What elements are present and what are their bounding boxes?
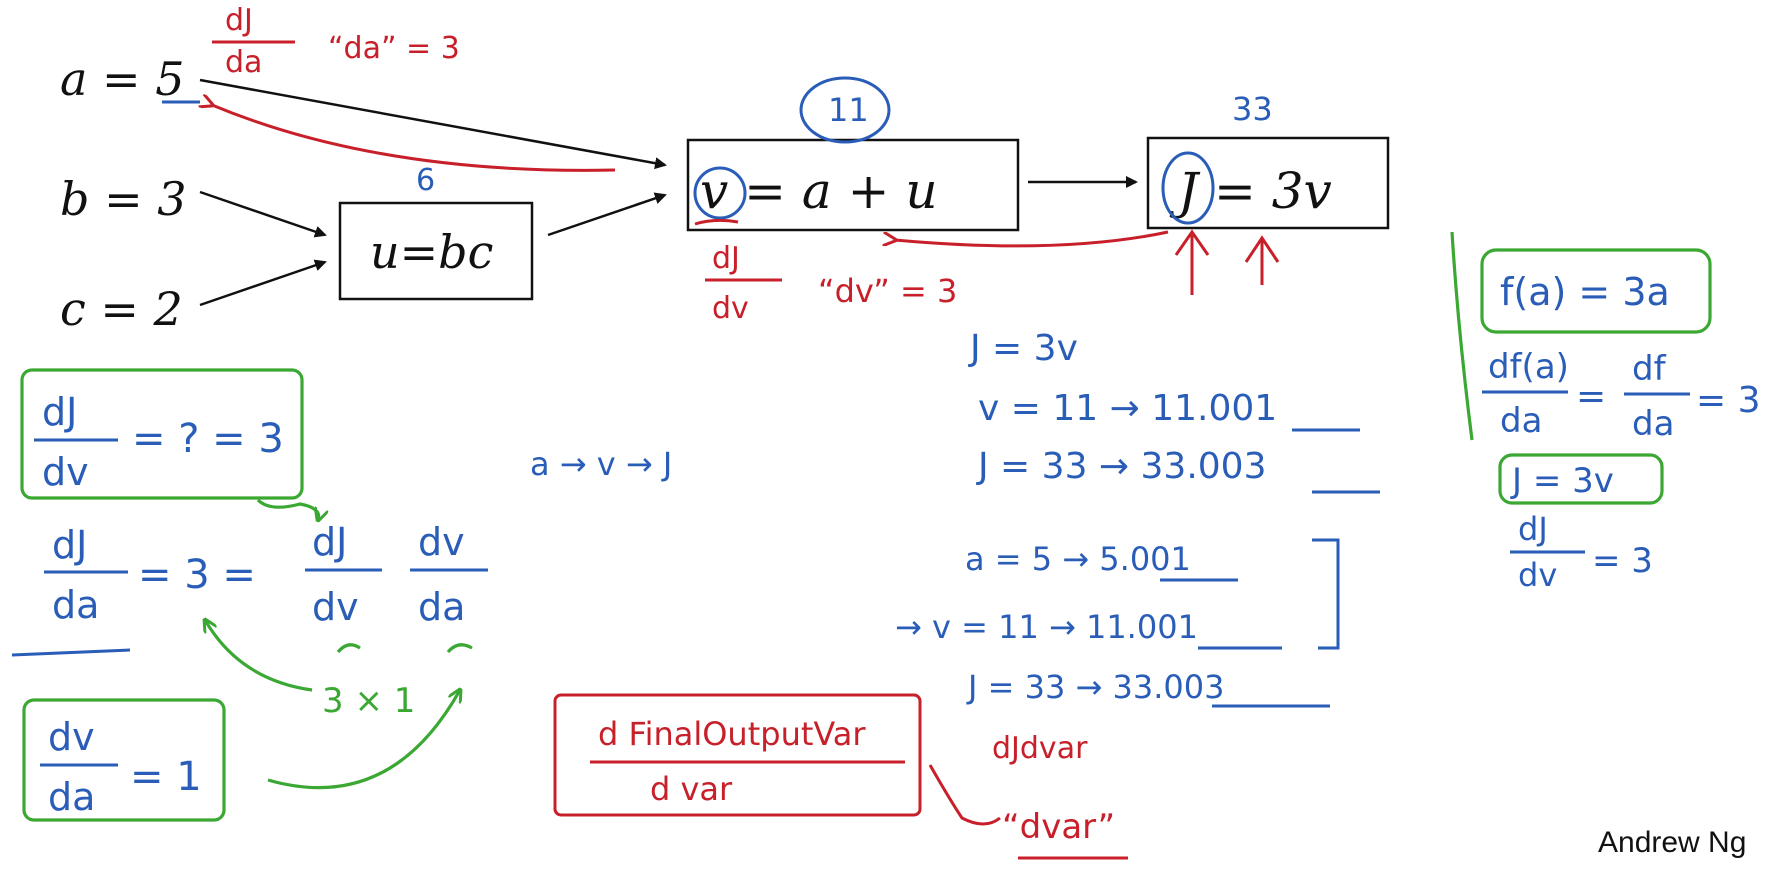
blue-dvda-num: dv xyxy=(48,715,95,759)
red-final-den: d var xyxy=(650,770,733,808)
red-dvar-quote: “dvar” xyxy=(1002,807,1115,847)
v-red-underline xyxy=(694,218,739,226)
blue-dJdv-q-num: dJ xyxy=(42,390,77,434)
blue-dJda-underline xyxy=(11,648,131,657)
arrow-a-to-v xyxy=(199,78,667,170)
green-box-dvda xyxy=(22,698,226,822)
node-v-box xyxy=(686,138,1020,232)
blue-side-dJ-rest: = 3 xyxy=(1592,541,1653,581)
red-back-arrow-v-to-a xyxy=(212,105,616,172)
red-da-eq: “da” = 3 xyxy=(328,31,460,66)
green-arrow-from-dvda xyxy=(267,690,460,790)
red-dJdv-num: dJ xyxy=(712,241,740,276)
green-curl xyxy=(256,498,319,520)
blue-side-f: f(a) = 3a xyxy=(1500,270,1670,314)
blue-a-row2: a = 5 → 5.001 xyxy=(965,540,1191,578)
v-circle xyxy=(693,166,747,220)
blue-bracket xyxy=(1312,538,1340,650)
j-circle xyxy=(1161,151,1215,225)
green-arrow-dv xyxy=(336,643,361,654)
node-j-expr: J = 3v xyxy=(1169,162,1332,220)
node-j-box xyxy=(1146,136,1390,230)
blue-side-df-num: df(a) xyxy=(1488,347,1569,387)
green-box-dJdv xyxy=(20,368,304,500)
blue-side-df-rest: = 3 xyxy=(1696,380,1761,421)
node-u-box xyxy=(338,201,534,301)
input-c: c = 2 xyxy=(60,282,183,336)
green-box-j xyxy=(1498,453,1664,505)
node-u-value: 6 xyxy=(416,163,435,198)
red-final-num: d FinalOutputVar xyxy=(598,715,866,753)
red-box-final xyxy=(553,693,922,817)
arrow-c-to-u xyxy=(199,259,327,307)
blue-side-df-den: da xyxy=(1500,401,1542,441)
arrow-u-to-v xyxy=(547,192,667,237)
blue-side-df2-num: df xyxy=(1632,349,1667,389)
red-dJda-num: dJ xyxy=(225,3,253,38)
green-arrow-to-3 xyxy=(205,620,313,692)
red-dJdvar: dJdvar xyxy=(992,731,1088,766)
blue-dJda-den: da xyxy=(52,583,99,627)
node-j-value: 33 xyxy=(1232,90,1273,128)
green-arrow-da xyxy=(446,643,473,654)
blue-dJdv-q-rest: = ? = 3 xyxy=(132,416,284,462)
author-credit: Andrew Ng xyxy=(1598,826,1746,859)
node-v-value: 11 xyxy=(828,91,869,129)
blue-chain-dJ: dJ xyxy=(312,520,347,564)
green-box-f xyxy=(1480,248,1712,334)
blue-side-df2-den: da xyxy=(1632,404,1674,444)
blue-chain: a → v → J xyxy=(530,445,672,483)
blue-side-eq1: = xyxy=(1576,376,1606,417)
blue-dJda-num: dJ xyxy=(52,523,87,567)
blue-side-dJ-num: dJ xyxy=(1518,510,1548,548)
blue-dJdv-q-den: dv xyxy=(42,450,89,494)
blue-dJda-mid: = 3 = xyxy=(138,552,256,598)
input-b: b = 3 xyxy=(60,172,187,226)
green-three-times-one: 3 × 1 xyxy=(322,681,415,721)
blue-chain-da: da xyxy=(418,585,465,629)
arrow-b-to-u xyxy=(199,190,327,238)
blue-chain-dv2: dv xyxy=(418,520,465,564)
node-v-value-circle xyxy=(799,76,891,144)
blue-side-j: J = 3v xyxy=(1510,461,1614,501)
green-vertical-line xyxy=(1450,231,1474,441)
blue-dvda-den: da xyxy=(48,775,95,819)
node-u-expr: u=bc xyxy=(370,225,493,279)
input-a: a = 5 xyxy=(60,52,184,106)
red-dJda-den: da xyxy=(225,45,262,80)
blue-v-row: v = 11 → 11.001 xyxy=(978,388,1277,429)
blue-j-eq: J = 3v xyxy=(968,328,1078,369)
red-up-arrow-1 xyxy=(1174,229,1210,295)
red-dv-eq: “dv” = 3 xyxy=(818,272,957,310)
blue-side-dJ-den: dv xyxy=(1518,556,1557,594)
red-arrow-to-dvar xyxy=(928,764,1001,826)
blue-v-row2: → v = 11 → 11.001 xyxy=(895,608,1198,646)
red-dJdv-den: dv xyxy=(712,291,749,326)
blue-dvda-rest: = 1 xyxy=(130,754,202,800)
red-up-arrow-2 xyxy=(1244,235,1280,285)
blue-j-row: J = 33 → 33.003 xyxy=(976,446,1267,487)
blue-chain-dv: dv xyxy=(312,585,359,629)
red-back-arrow-j-to-v xyxy=(895,230,1169,248)
blue-j-row2: J = 33 → 33.003 xyxy=(966,668,1224,706)
